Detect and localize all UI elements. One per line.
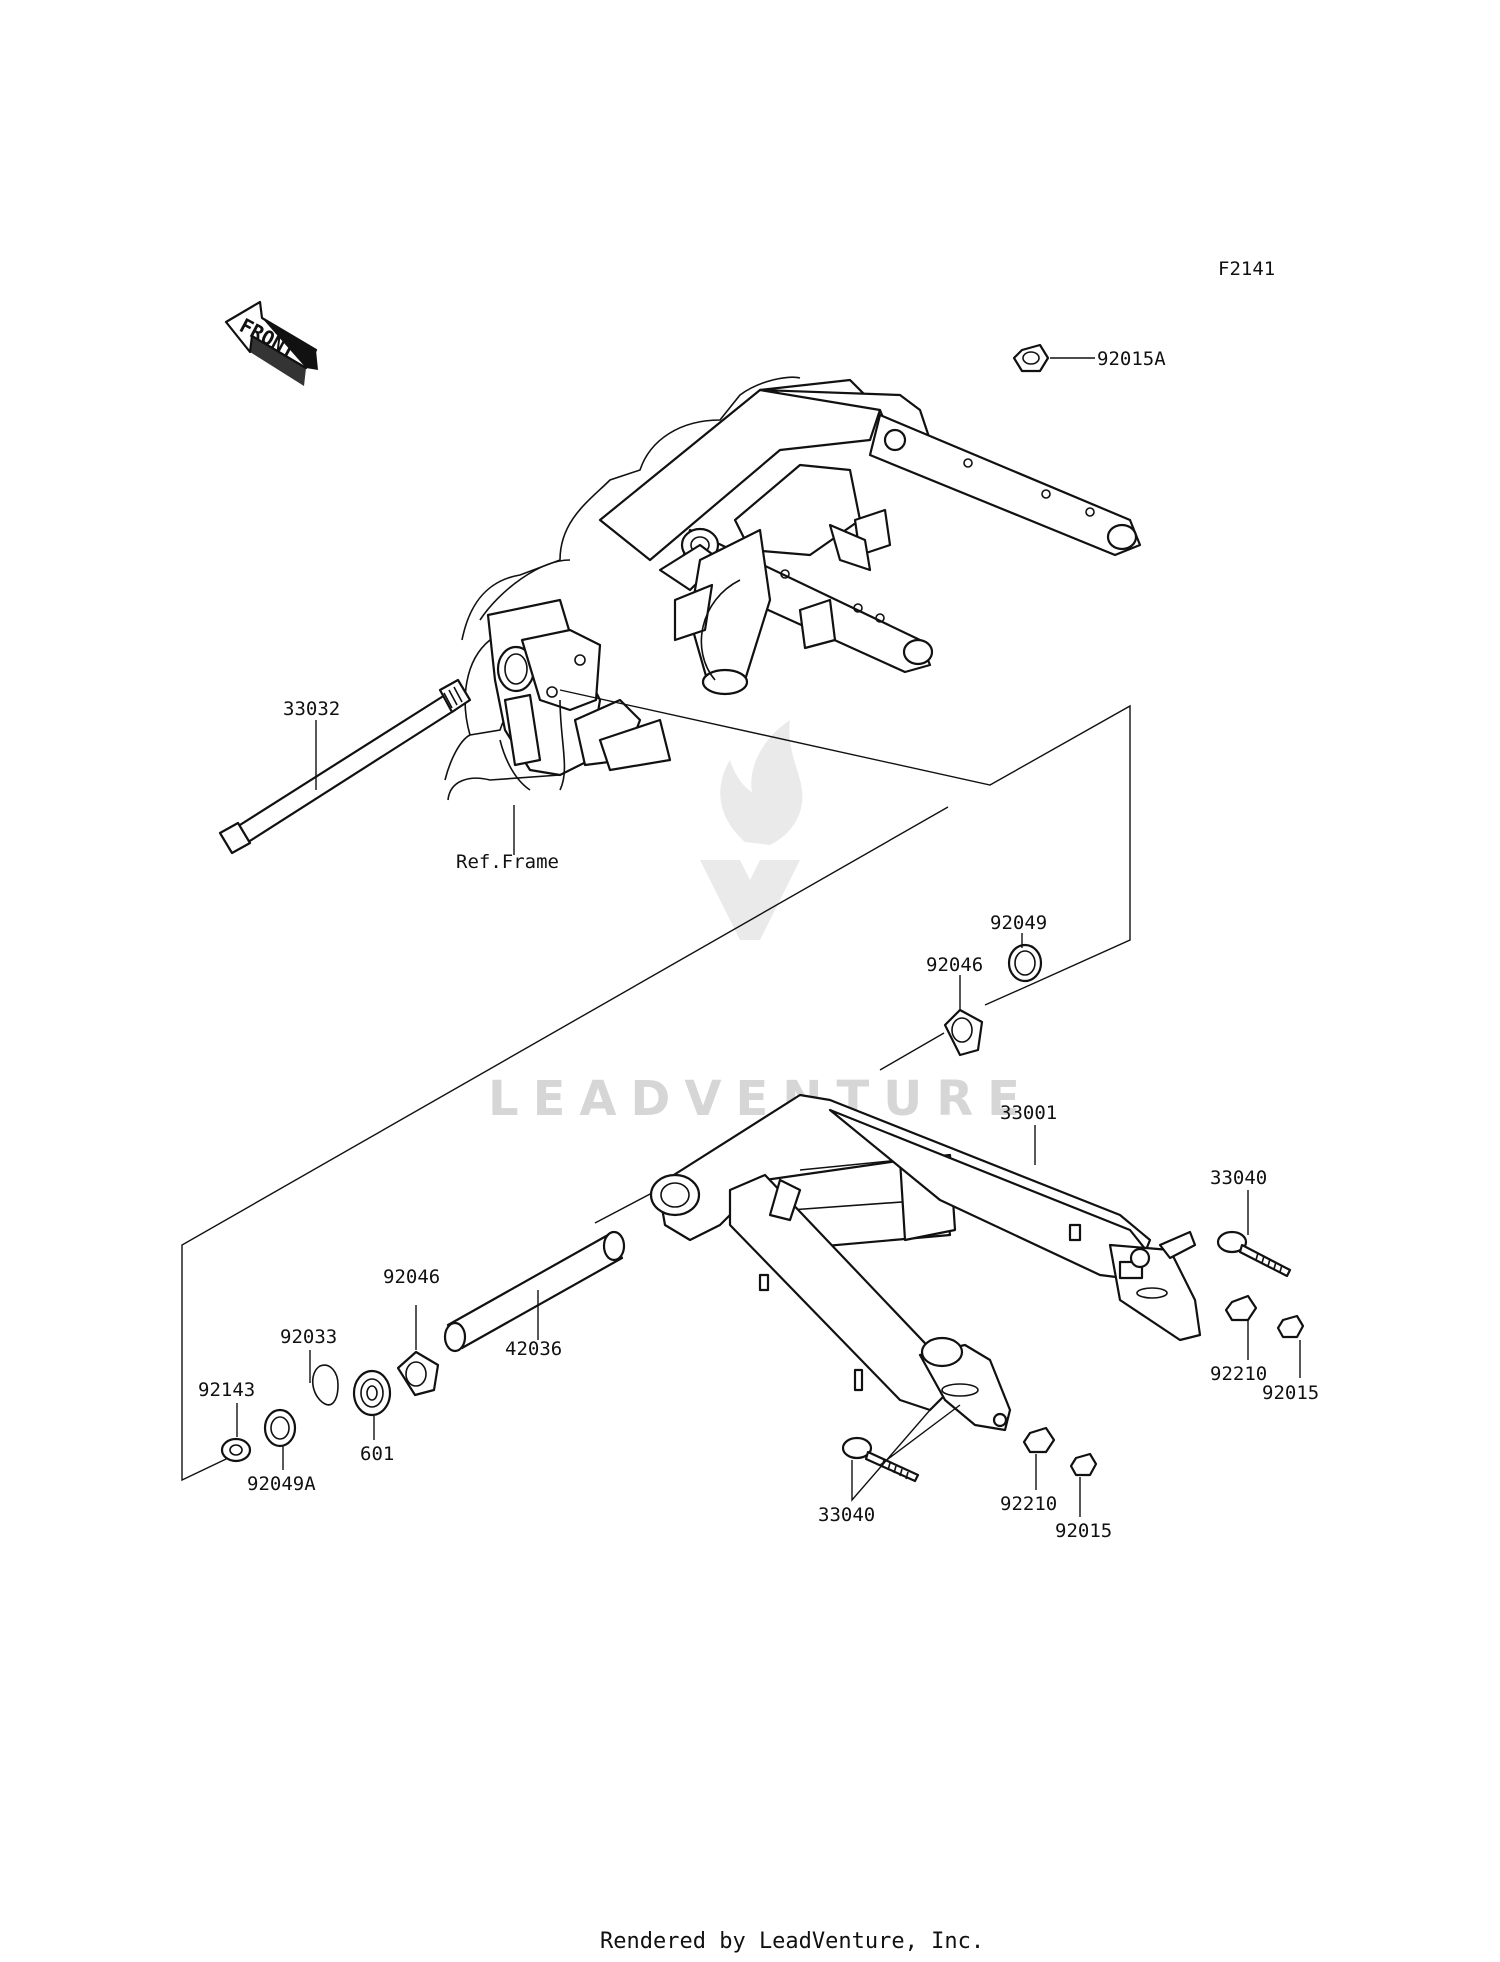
callout-33032[interactable]: 33032 xyxy=(283,698,340,720)
callout-42036[interactable]: 42036 xyxy=(505,1338,562,1360)
callout-601[interactable]: 601 xyxy=(360,1443,394,1465)
callout-92210-left[interactable]: 92210 xyxy=(1000,1493,1057,1515)
nut-92015-right xyxy=(1276,1314,1305,1339)
callout-92015-right[interactable]: 92015 xyxy=(1262,1382,1319,1404)
callout-33040-right[interactable]: 33040 xyxy=(1210,1167,1267,1189)
callout-92046-top[interactable]: 92046 xyxy=(926,954,983,976)
callout-92143[interactable]: 92143 xyxy=(198,1379,255,1401)
callout-33001[interactable]: 33001 xyxy=(1000,1102,1057,1124)
footer-credit: Rendered by LeadVenture, Inc. xyxy=(600,1929,984,1954)
callout-92049A[interactable]: 92049A xyxy=(247,1473,316,1495)
frame-drawing xyxy=(444,376,1142,801)
watermark-text: LEADVENTURE xyxy=(488,1071,1034,1127)
callout-92049[interactable]: 92049 xyxy=(990,912,1047,934)
guide-lines xyxy=(181,689,1131,1482)
nut-92015-left xyxy=(1069,1452,1098,1477)
nut-92210-right xyxy=(1224,1294,1258,1322)
front-arrow-icon: FRONT xyxy=(224,300,318,386)
seal-92049 xyxy=(1007,943,1043,983)
bearing-92046-top xyxy=(943,1008,984,1057)
callout-33040-left[interactable]: 33040 xyxy=(818,1504,875,1526)
callout-92210-right[interactable]: 92210 xyxy=(1210,1363,1267,1385)
chain-adjuster-33040-left xyxy=(841,1436,920,1483)
collar-92143 xyxy=(220,1437,252,1463)
nut-92210-left xyxy=(1022,1426,1056,1454)
callout-92046-lower[interactable]: 92046 xyxy=(383,1266,440,1288)
callout-92033[interactable]: 92033 xyxy=(280,1326,337,1348)
circlip-92033 xyxy=(311,1364,339,1406)
swingarm-33001 xyxy=(649,1093,1202,1432)
chain-adjuster-33040-right xyxy=(1216,1230,1292,1278)
callout-92015A[interactable]: 92015A xyxy=(1097,348,1166,370)
nut-92015A xyxy=(1012,343,1050,373)
pivot-shaft-33032 xyxy=(218,678,472,855)
seal-92049A xyxy=(263,1408,297,1448)
leader-lines xyxy=(236,357,1301,1517)
bearing-92046-lower xyxy=(396,1350,440,1397)
watermark-logo: LEADVENTURE xyxy=(488,720,1034,1127)
ball-bearing-601 xyxy=(352,1369,392,1417)
diagram-code: F2141 xyxy=(1218,258,1275,280)
ref-frame-label: Ref.Frame xyxy=(456,851,559,873)
collar-42036 xyxy=(443,1230,626,1353)
callout-92015-left[interactable]: 92015 xyxy=(1055,1520,1112,1542)
